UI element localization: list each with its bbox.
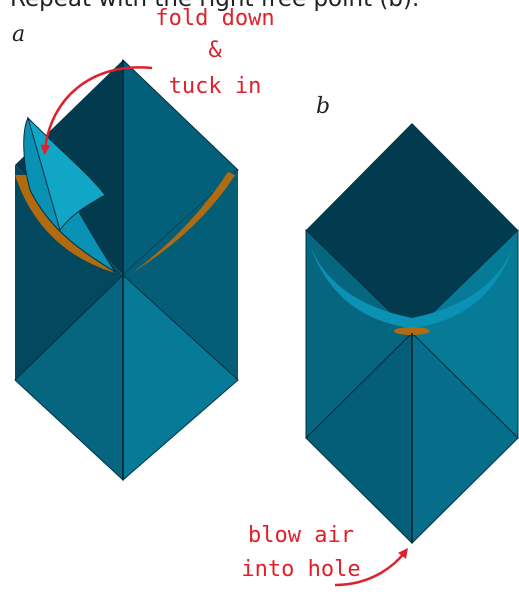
blow-air-note: blow air	[236, 525, 366, 547]
ampersand-line: &	[150, 40, 280, 62]
fold-down-note: fold down	[150, 8, 280, 30]
tuck-in-note: tuck in	[150, 76, 280, 98]
model-b	[306, 123, 518, 543]
model-a	[15, 60, 238, 480]
ampersand-note: &	[150, 40, 280, 62]
into-hole-line: into hole	[236, 559, 366, 581]
panel-b-label: b	[316, 96, 330, 118]
tuck-in-line: tuck in	[150, 76, 280, 98]
blow-air-line: blow air	[236, 525, 366, 547]
panel-a-label: a	[12, 24, 25, 46]
fold-down-line: fold down	[150, 8, 280, 30]
into-hole-note: into hole	[236, 559, 366, 581]
